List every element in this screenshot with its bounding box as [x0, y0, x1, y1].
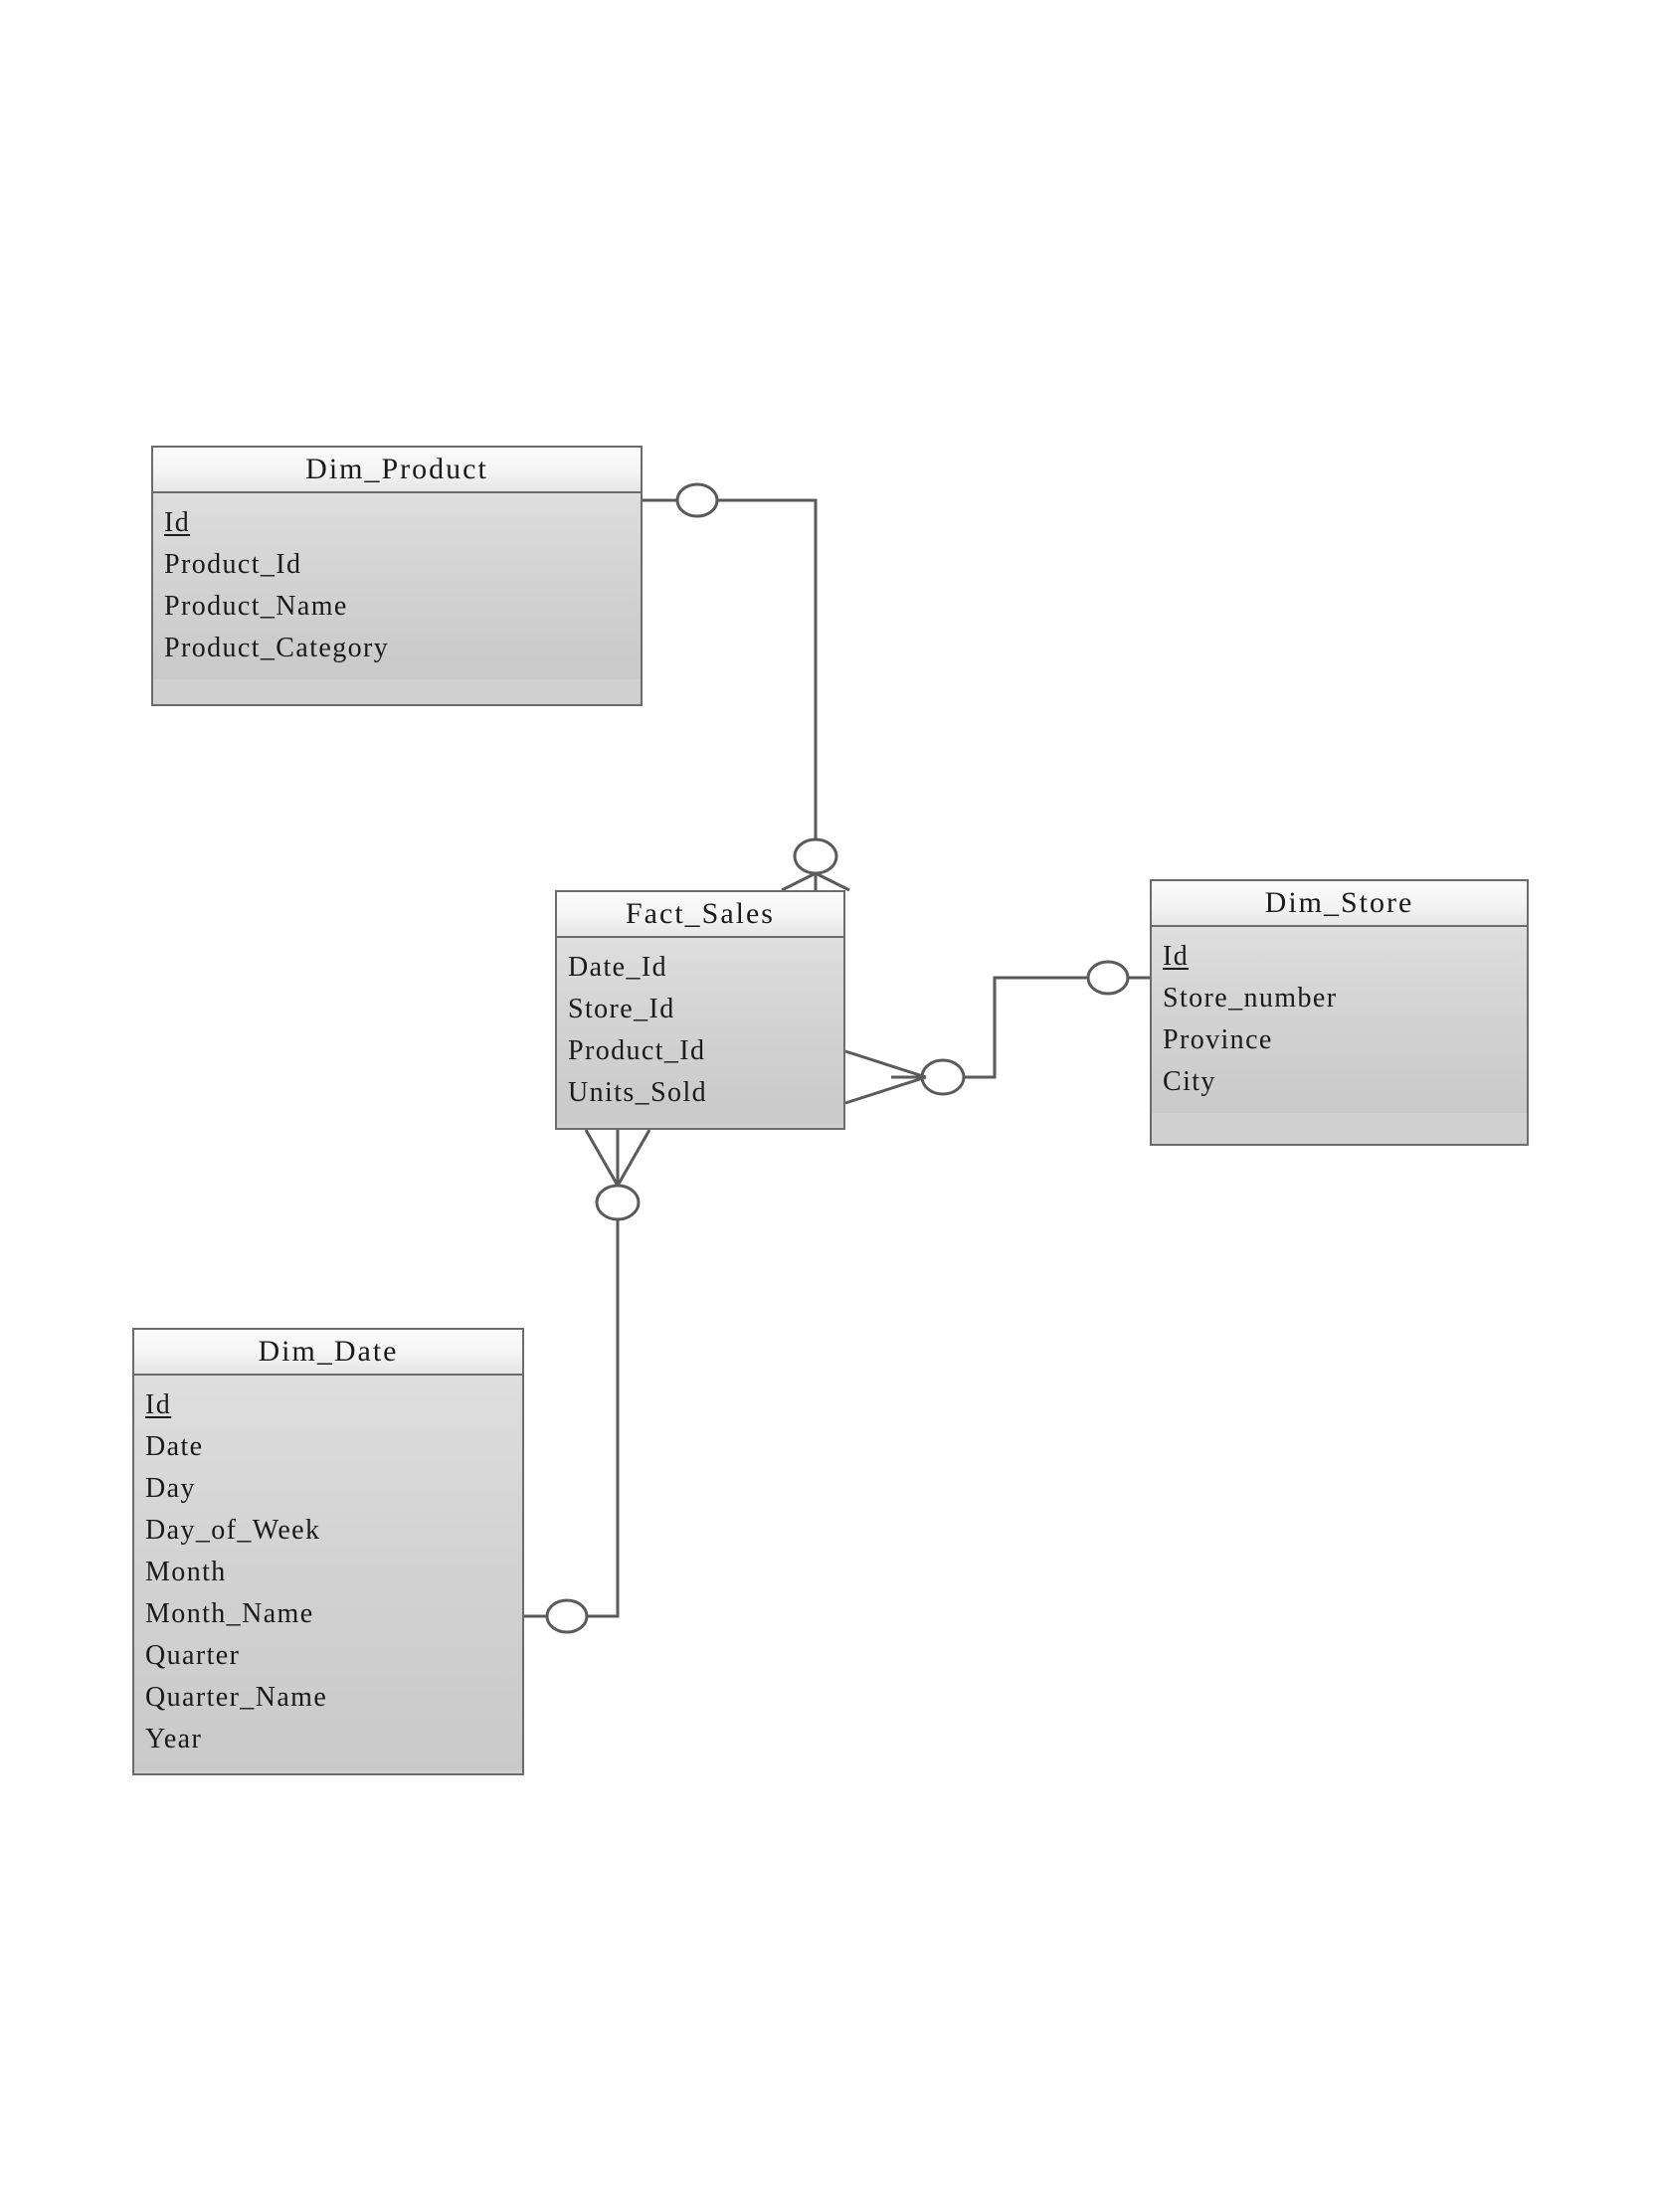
- crowsfoot-fact-sales-bottom: [584, 1129, 651, 1187]
- entity-fact-sales[interactable]: Fact_Sales Date_Id Store_Id Product_Id U…: [555, 890, 845, 1130]
- field-fact-sales-date-id: Date_Id: [568, 952, 667, 983]
- relationship-dim-date-fact-sales: [524, 1129, 651, 1634]
- field-dim-product-product-name: Product_Name: [164, 591, 348, 622]
- cardinality-zero-circle-fact-sales-right: [920, 1058, 966, 1096]
- relationship-line-dim-store-fact-sales: [891, 976, 1150, 1079]
- field-dim-store-store-number: Store_number: [1163, 983, 1338, 1014]
- entity-title-dim-product: Dim_Product: [153, 448, 641, 493]
- field-dim-date-month-name: Month_Name: [145, 1598, 314, 1629]
- crowsfoot-fact-sales-right: [844, 1049, 927, 1105]
- field-dim-date-year: Year: [145, 1724, 203, 1754]
- field-dim-date-month: Month: [145, 1557, 227, 1587]
- entity-title-dim-date: Dim_Date: [134, 1330, 522, 1376]
- entity-fields-dim-store: Id Store_number Province City: [1152, 927, 1527, 1113]
- cardinality-zero-circle-dim-product: [675, 482, 719, 518]
- entity-fields-dim-product: Id Product_Id Product_Name Product_Categ…: [153, 493, 641, 679]
- field-dim-product-product-id: Product_Id: [164, 549, 302, 580]
- field-dim-date-quarter-name: Quarter_Name: [145, 1682, 328, 1713]
- field-dim-date-quarter: Quarter: [145, 1640, 241, 1671]
- entity-fields-dim-date: Id Date Day Day_of_Week Month Month_Name…: [134, 1376, 522, 1770]
- relationship-dim-store-fact-sales: [844, 960, 1150, 1105]
- relationship-line-dim-date-fact-sales: [524, 1220, 620, 1618]
- field-dim-store-province: Province: [1163, 1024, 1273, 1055]
- entity-title-fact-sales: Fact_Sales: [557, 892, 843, 938]
- field-dim-product-product-category: Product_Category: [164, 633, 390, 663]
- field-dim-date-id: Id: [145, 1389, 172, 1420]
- entity-dim-store[interactable]: Dim_Store Id Store_number Province City: [1150, 879, 1529, 1146]
- field-dim-product-id: Id: [164, 507, 191, 538]
- field-fact-sales-product-id: Product_Id: [568, 1035, 706, 1066]
- crowsfoot-fact-sales-top: [781, 871, 850, 892]
- entity-dim-product[interactable]: Dim_Product Id Product_Id Product_Name P…: [151, 446, 643, 706]
- relationship-dim-product-fact-sales: [643, 482, 850, 892]
- cardinality-zero-circle-fact-sales-top: [793, 837, 838, 875]
- field-fact-sales-units-sold: Units_Sold: [568, 1077, 708, 1108]
- field-dim-date-date: Date: [145, 1431, 204, 1462]
- cardinality-zero-circle-dim-date: [545, 1598, 589, 1634]
- entity-title-dim-store: Dim_Store: [1152, 881, 1527, 927]
- field-dim-date-day: Day: [145, 1473, 196, 1504]
- field-dim-date-day-of-week: Day_of_Week: [145, 1515, 321, 1546]
- cardinality-zero-circle-dim-store: [1086, 960, 1130, 996]
- entity-fields-fact-sales: Date_Id Store_Id Product_Id Units_Sold: [557, 938, 843, 1124]
- field-fact-sales-store-id: Store_Id: [568, 994, 675, 1024]
- field-dim-store-id: Id: [1163, 941, 1190, 972]
- relationship-line-dim-product-fact-sales: [643, 498, 818, 838]
- entity-dim-date[interactable]: Dim_Date Id Date Day Day_of_Week Month M…: [132, 1328, 524, 1775]
- cardinality-zero-circle-fact-sales-bottom: [595, 1184, 641, 1221]
- field-dim-store-city: City: [1163, 1066, 1216, 1097]
